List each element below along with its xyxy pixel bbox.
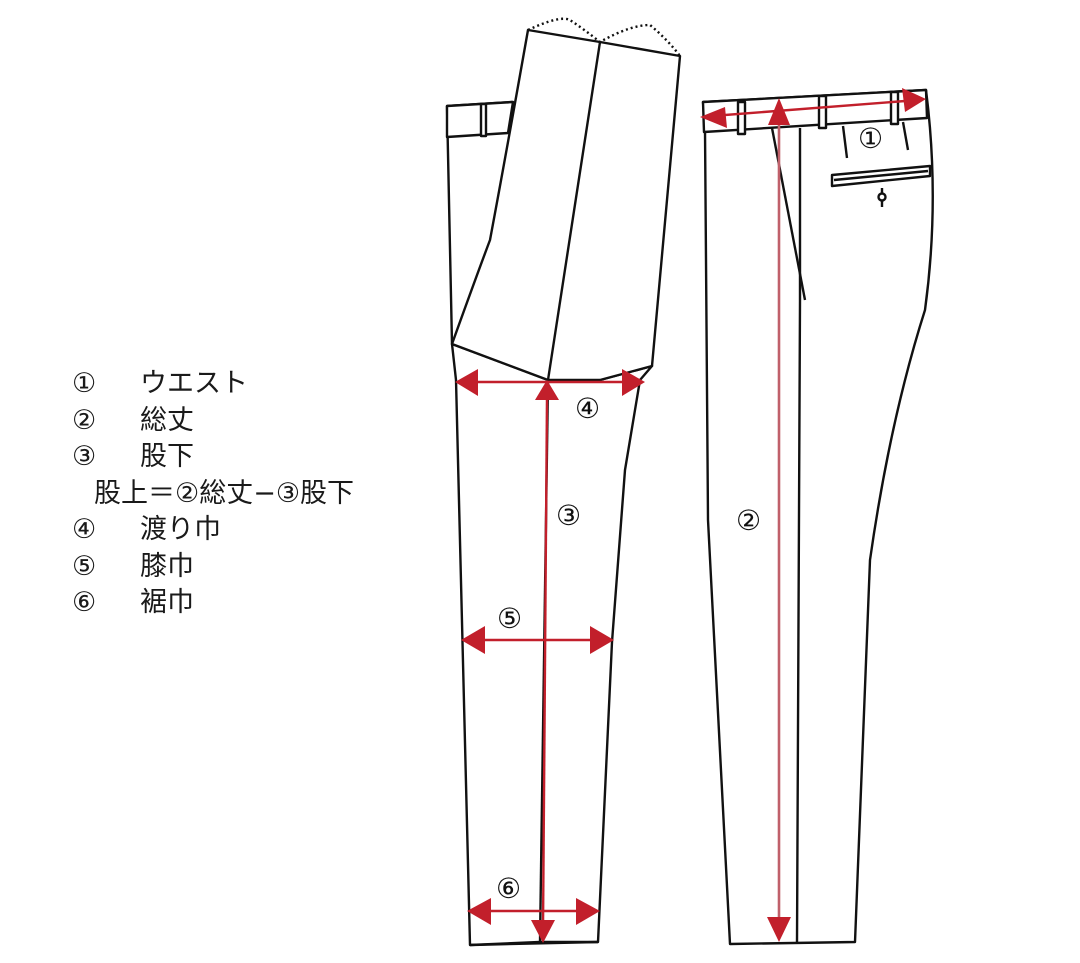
measure-waist: ①: [700, 88, 926, 155]
pleat-line: [841, 125, 849, 159]
right-pants-body: [701, 88, 934, 946]
left-pants-hem: [469, 940, 599, 947]
legend-item-knee-width: ⑤ 膝巾: [72, 549, 354, 586]
button-icon: [877, 192, 887, 202]
measure-total-length: ②: [736, 98, 791, 942]
legend-label: ウエスト: [140, 368, 248, 399]
belt-loop: [479, 102, 488, 138]
left-pants-cut-edge: [527, 17, 681, 57]
legend-label: 総丈: [140, 404, 194, 436]
legend-item-thigh-width: ④ 渡り巾: [72, 512, 354, 549]
left-pants-crease-upper: [546, 41, 602, 381]
side-seam: [795, 128, 802, 943]
legend-marker: ③: [72, 441, 97, 472]
legend-label: 裾巾: [140, 587, 194, 618]
measure-knee-width: ⑤: [461, 602, 614, 654]
marker-hem-width: ⑥: [496, 872, 521, 905]
legend-note-rise-formula: 股上＝②総丈−③股下: [72, 476, 354, 513]
marker-waist: ①: [858, 122, 883, 155]
back-pocket-slit: [833, 169, 929, 182]
legend-marker: ①: [72, 368, 97, 399]
legend-item-inseam: ③ 股下: [72, 439, 354, 476]
marker-thigh-width: ④: [575, 392, 600, 425]
belt-loop: [736, 100, 747, 136]
legend-marker: ⑥: [72, 587, 97, 618]
left-pants-drawing: [445, 17, 682, 947]
measurement-legend: ① ウエスト ② 総丈 ③ 股下 股上＝②総丈−③股下 ④ 渡り巾 ⑤ 膝巾 ⑥ 裾巾: [72, 366, 354, 622]
legend-item-total-length: ② 総丈: [72, 403, 354, 440]
legend-marker: ④: [72, 514, 97, 545]
belt-loop: [889, 90, 900, 126]
right-pants-drawing: [701, 88, 934, 946]
measure-thigh-width: ④: [455, 369, 645, 425]
right-pants-waistband: [701, 88, 929, 134]
legend-label: 渡り巾: [140, 514, 221, 545]
left-pants-folded-panel: [450, 28, 682, 382]
measure-hem-width: ⑥: [467, 872, 600, 925]
marker-total-length: ②: [736, 504, 761, 537]
legend-item-waist: ① ウエスト: [72, 366, 354, 403]
legend-label: 股下: [140, 441, 194, 472]
marker-inseam: ③: [556, 499, 581, 532]
pleat-line: [901, 121, 910, 151]
measure-inseam: ③: [531, 380, 581, 943]
legend-marker: ②: [72, 404, 97, 436]
legend-label: 股上＝②総丈−③股下: [94, 477, 355, 509]
marker-knee-width: ⑤: [497, 602, 522, 635]
belt-loop: [817, 94, 828, 130]
legend-marker: ⑤: [72, 550, 97, 582]
legend-label: 膝巾: [140, 550, 194, 582]
legend-item-hem-width: ⑥ 裾巾: [72, 585, 354, 622]
